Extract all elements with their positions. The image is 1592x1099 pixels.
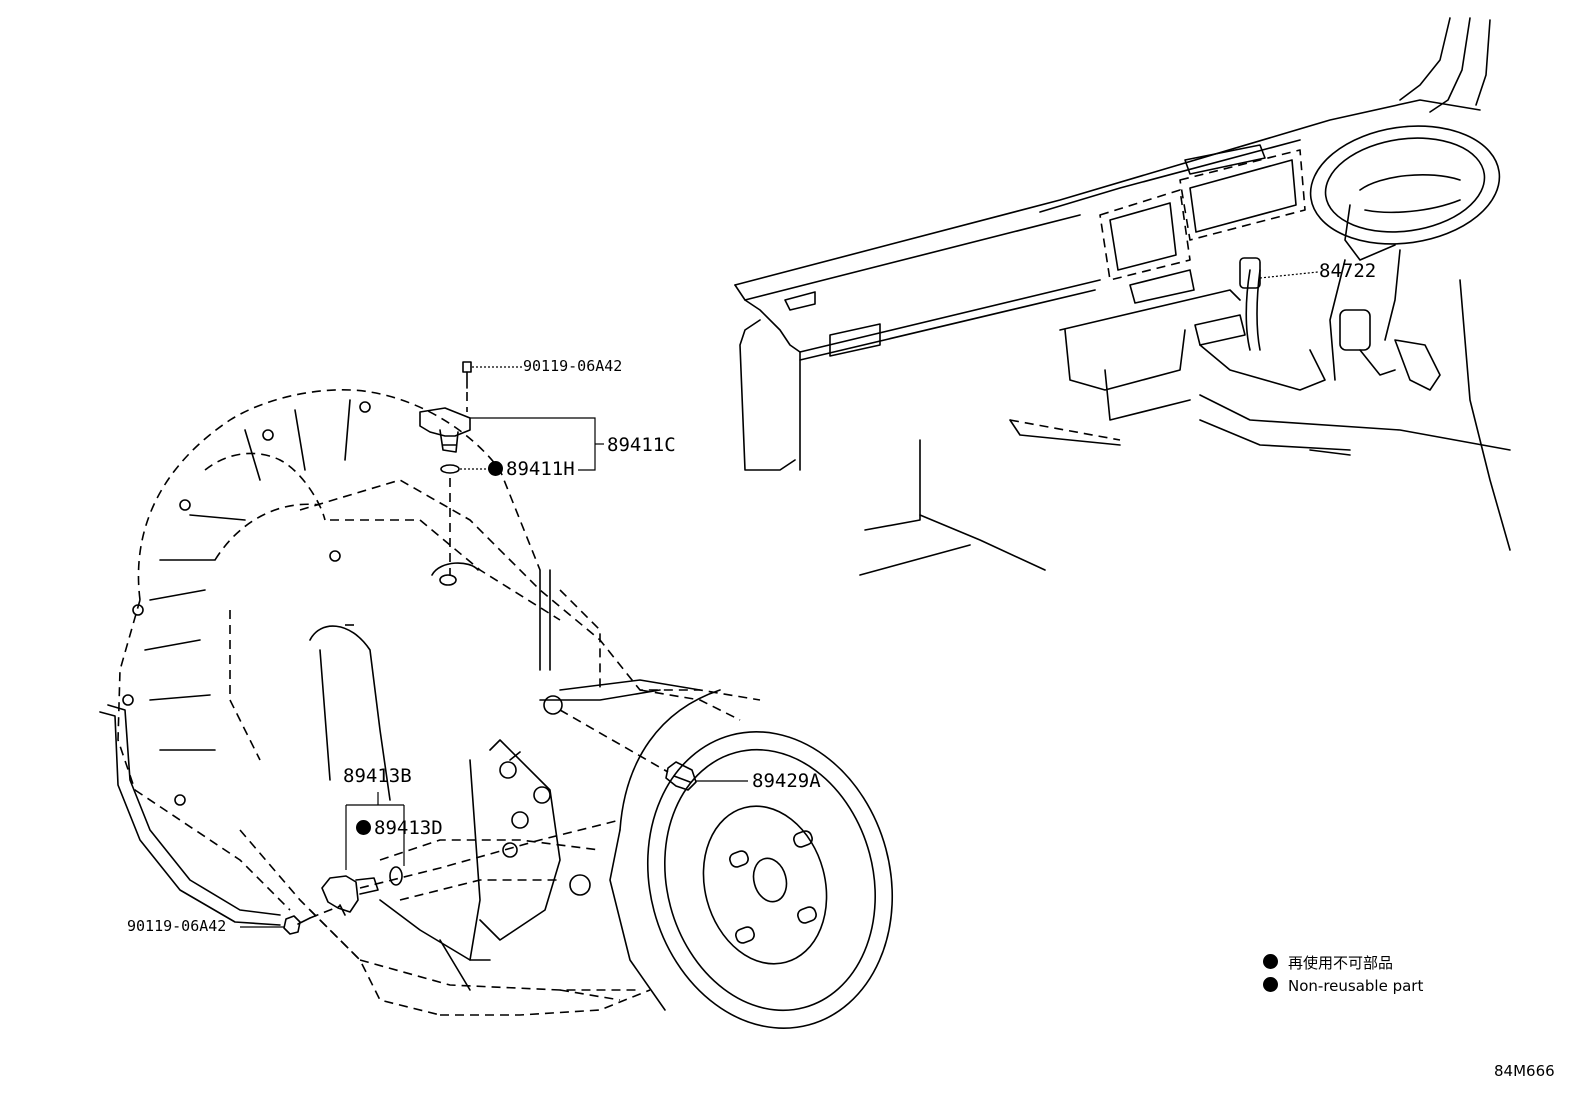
legend-bullet-icon [1263, 954, 1278, 969]
legend-bullet-icon [1263, 977, 1278, 992]
leader-84722 [1259, 271, 1319, 279]
drawing-number: 84M666 [1494, 1062, 1555, 1080]
label-bolt-bottom: 90119-06A42 [127, 917, 227, 935]
label-dash-sensor-84722: 84722 [1319, 260, 1377, 282]
sensor-89429a-illustration [559, 709, 697, 791]
label-oring-89413d: 89413D [356, 819, 443, 838]
transmission-illustration [99, 389, 894, 1029]
sensor-89411c-illustration [419, 361, 479, 586]
label-sensor-89411c: 89411C [607, 434, 676, 456]
legend-line-japanese: 再使用不可部品 [1263, 952, 1393, 973]
label-oring-89413d-text: 89413D [374, 817, 443, 839]
sensor-89413b-illustration [283, 819, 621, 935]
leader-89413b [345, 792, 405, 870]
legend-line-english: Non-reusable part [1263, 977, 1423, 995]
label-sensor-89413b: 89413B [343, 765, 412, 787]
legend-text-english: Non-reusable part [1288, 977, 1424, 995]
legend-text-japanese: 再使用不可部品 [1288, 954, 1394, 972]
label-oring-89411h-text: 89411H [506, 458, 575, 480]
non-reusable-bullet-icon [488, 461, 503, 476]
dashboard-illustration [734, 17, 1511, 576]
non-reusable-bullet-icon [356, 820, 371, 835]
label-bolt-top: 90119-06A42 [523, 357, 623, 375]
label-oring-89411h: 89411H [488, 460, 575, 479]
label-speed-sensor-89429a: 89429A [752, 770, 821, 792]
